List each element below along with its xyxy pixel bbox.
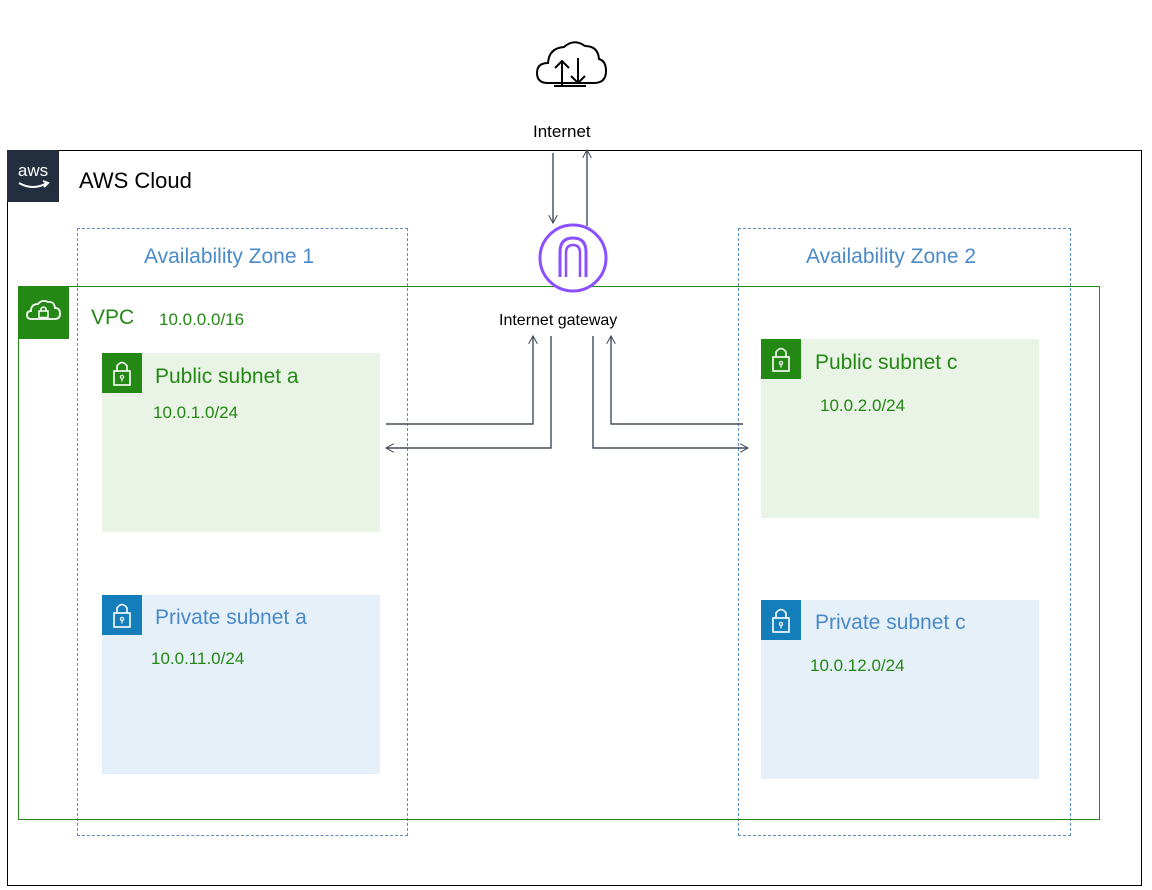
public-subnet-a-title: Public subnet a bbox=[155, 365, 299, 388]
public-subnet-a-lock-icon bbox=[102, 353, 142, 393]
public-subnet-a bbox=[102, 353, 380, 532]
availability-zone-2-label: Availability Zone 2 bbox=[806, 245, 977, 268]
aws-cloud-title: AWS Cloud bbox=[79, 168, 192, 193]
public-subnet-c bbox=[761, 339, 1039, 518]
public-subnet-a-cidr: 10.0.1.0/24 bbox=[153, 403, 239, 422]
vpc-cidr: 10.0.0.0/16 bbox=[159, 310, 245, 329]
private-subnet-c-lock-icon bbox=[761, 600, 801, 640]
public-subnet-c-title: Public subnet c bbox=[815, 351, 958, 374]
private-subnet-a bbox=[102, 595, 380, 774]
public-subnet-c-cidr: 10.0.2.0/24 bbox=[820, 396, 906, 415]
vpc-cloud-lock-icon bbox=[18, 286, 69, 339]
internet-label: Internet bbox=[533, 122, 591, 141]
vpc-label: VPC bbox=[91, 306, 135, 329]
internet-gateway-icon bbox=[538, 223, 608, 293]
subnet-gateway-connectors bbox=[386, 336, 748, 448]
private-subnet-c bbox=[761, 600, 1039, 779]
private-subnet-a-title: Private subnet a bbox=[155, 606, 307, 629]
availability-zone-1-label: Availability Zone 1 bbox=[144, 245, 315, 268]
aws-cloud-group bbox=[7, 150, 1142, 886]
aws-logo-text: aws bbox=[18, 161, 48, 180]
internet-gateway-connectors bbox=[553, 150, 587, 226]
public-subnet-c-lock-icon bbox=[761, 339, 801, 379]
private-subnet-a-cidr: 10.0.11.0/24 bbox=[151, 649, 245, 668]
private-subnet-c-cidr: 10.0.12.0/24 bbox=[810, 656, 905, 675]
internet-cloud-icon bbox=[535, 41, 608, 87]
availability-zone-1 bbox=[77, 228, 408, 836]
private-subnet-a-lock-icon bbox=[102, 595, 142, 635]
internet-gateway-label: Internet gateway bbox=[499, 312, 618, 329]
private-subnet-c-title: Private subnet c bbox=[815, 611, 966, 634]
aws-logo-icon: aws bbox=[7, 150, 59, 202]
availability-zone-2 bbox=[738, 228, 1071, 836]
